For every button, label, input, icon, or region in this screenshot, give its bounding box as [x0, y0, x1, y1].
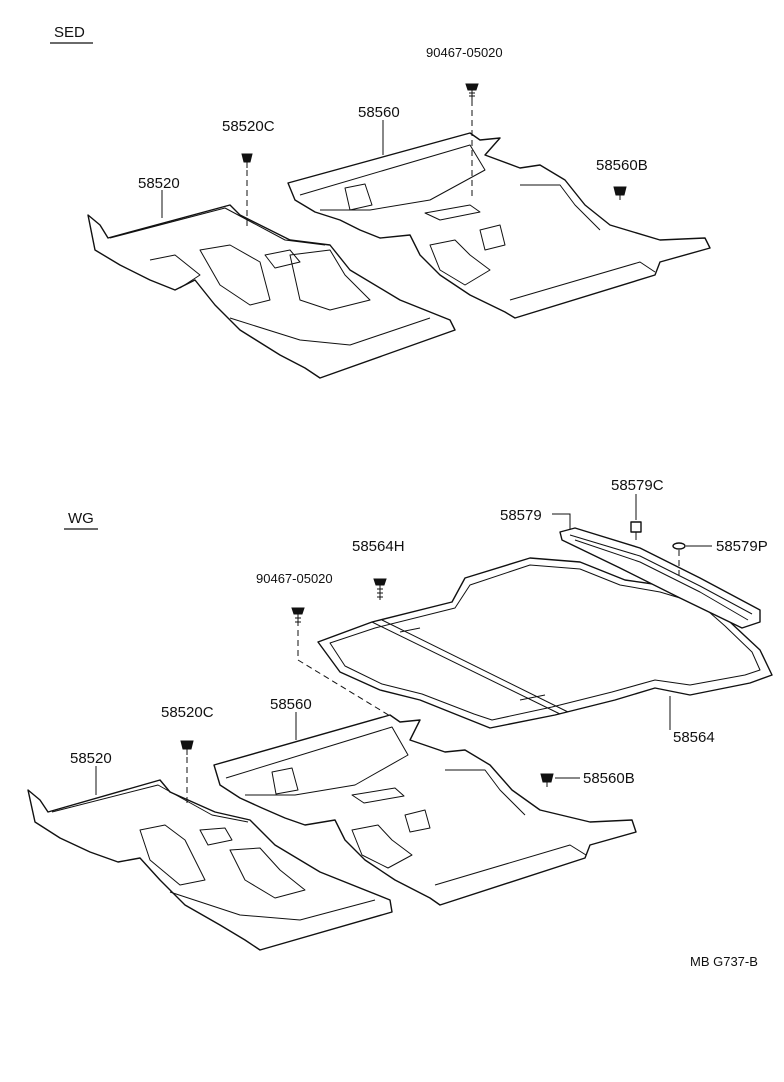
sed-clip-58520c-icon — [241, 153, 253, 168]
wg-section: WG 58564 58579 58579C — [27, 477, 773, 951]
sed-carpet-58520 — [87, 204, 456, 379]
label-wg-90467: 90467-05020 — [256, 571, 333, 586]
sed-carpet-58560 — [287, 132, 711, 319]
wg-clip-58520c-icon — [180, 740, 194, 755]
label-wg-58579c: 58579C — [611, 477, 664, 494]
wg-bolt-90467-icon — [291, 607, 305, 626]
sed-bolt-90467-icon — [465, 83, 479, 100]
label-wg-58520: 58520 — [70, 750, 112, 767]
diagram-code: MB G737-B — [690, 954, 758, 969]
wg-plug-58579p-icon — [672, 542, 686, 550]
label-sed-90467: 90467-05020 — [426, 45, 503, 60]
section-title-sed: SED — [54, 24, 85, 41]
label-wg-58560: 58560 — [270, 696, 312, 713]
dash-wg-90467 — [297, 630, 401, 780]
wg-clip-58579c-icon — [630, 521, 642, 540]
label-wg-58520c: 58520C — [161, 704, 214, 721]
label-sed-58520: 58520 — [138, 175, 180, 192]
wg-plate-58579 — [559, 527, 761, 629]
wg-carpet-58560 — [213, 714, 637, 906]
label-sed-58520c: 58520C — [222, 118, 275, 135]
wg-screw-58564h-icon — [373, 578, 387, 600]
label-wg-58560b: 58560B — [583, 770, 635, 787]
wg-carpet-58564 — [317, 557, 773, 729]
leader-wg-58579 — [552, 513, 571, 530]
label-wg-58579p: 58579P — [716, 538, 768, 555]
sed-clip-58560b-icon — [613, 186, 627, 200]
wg-clip-58560b-icon — [540, 773, 554, 787]
label-sed-58560: 58560 — [358, 104, 400, 121]
label-wg-58564h: 58564H — [352, 538, 405, 555]
label-wg-58564: 58564 — [673, 729, 715, 746]
label-sed-58560b: 58560B — [596, 157, 648, 174]
section-title-wg: WG — [68, 510, 94, 527]
wg-carpet-58520 — [27, 779, 393, 951]
sed-section: SED 58520 58520C — [50, 24, 711, 379]
label-wg-58579: 58579 — [500, 507, 542, 524]
